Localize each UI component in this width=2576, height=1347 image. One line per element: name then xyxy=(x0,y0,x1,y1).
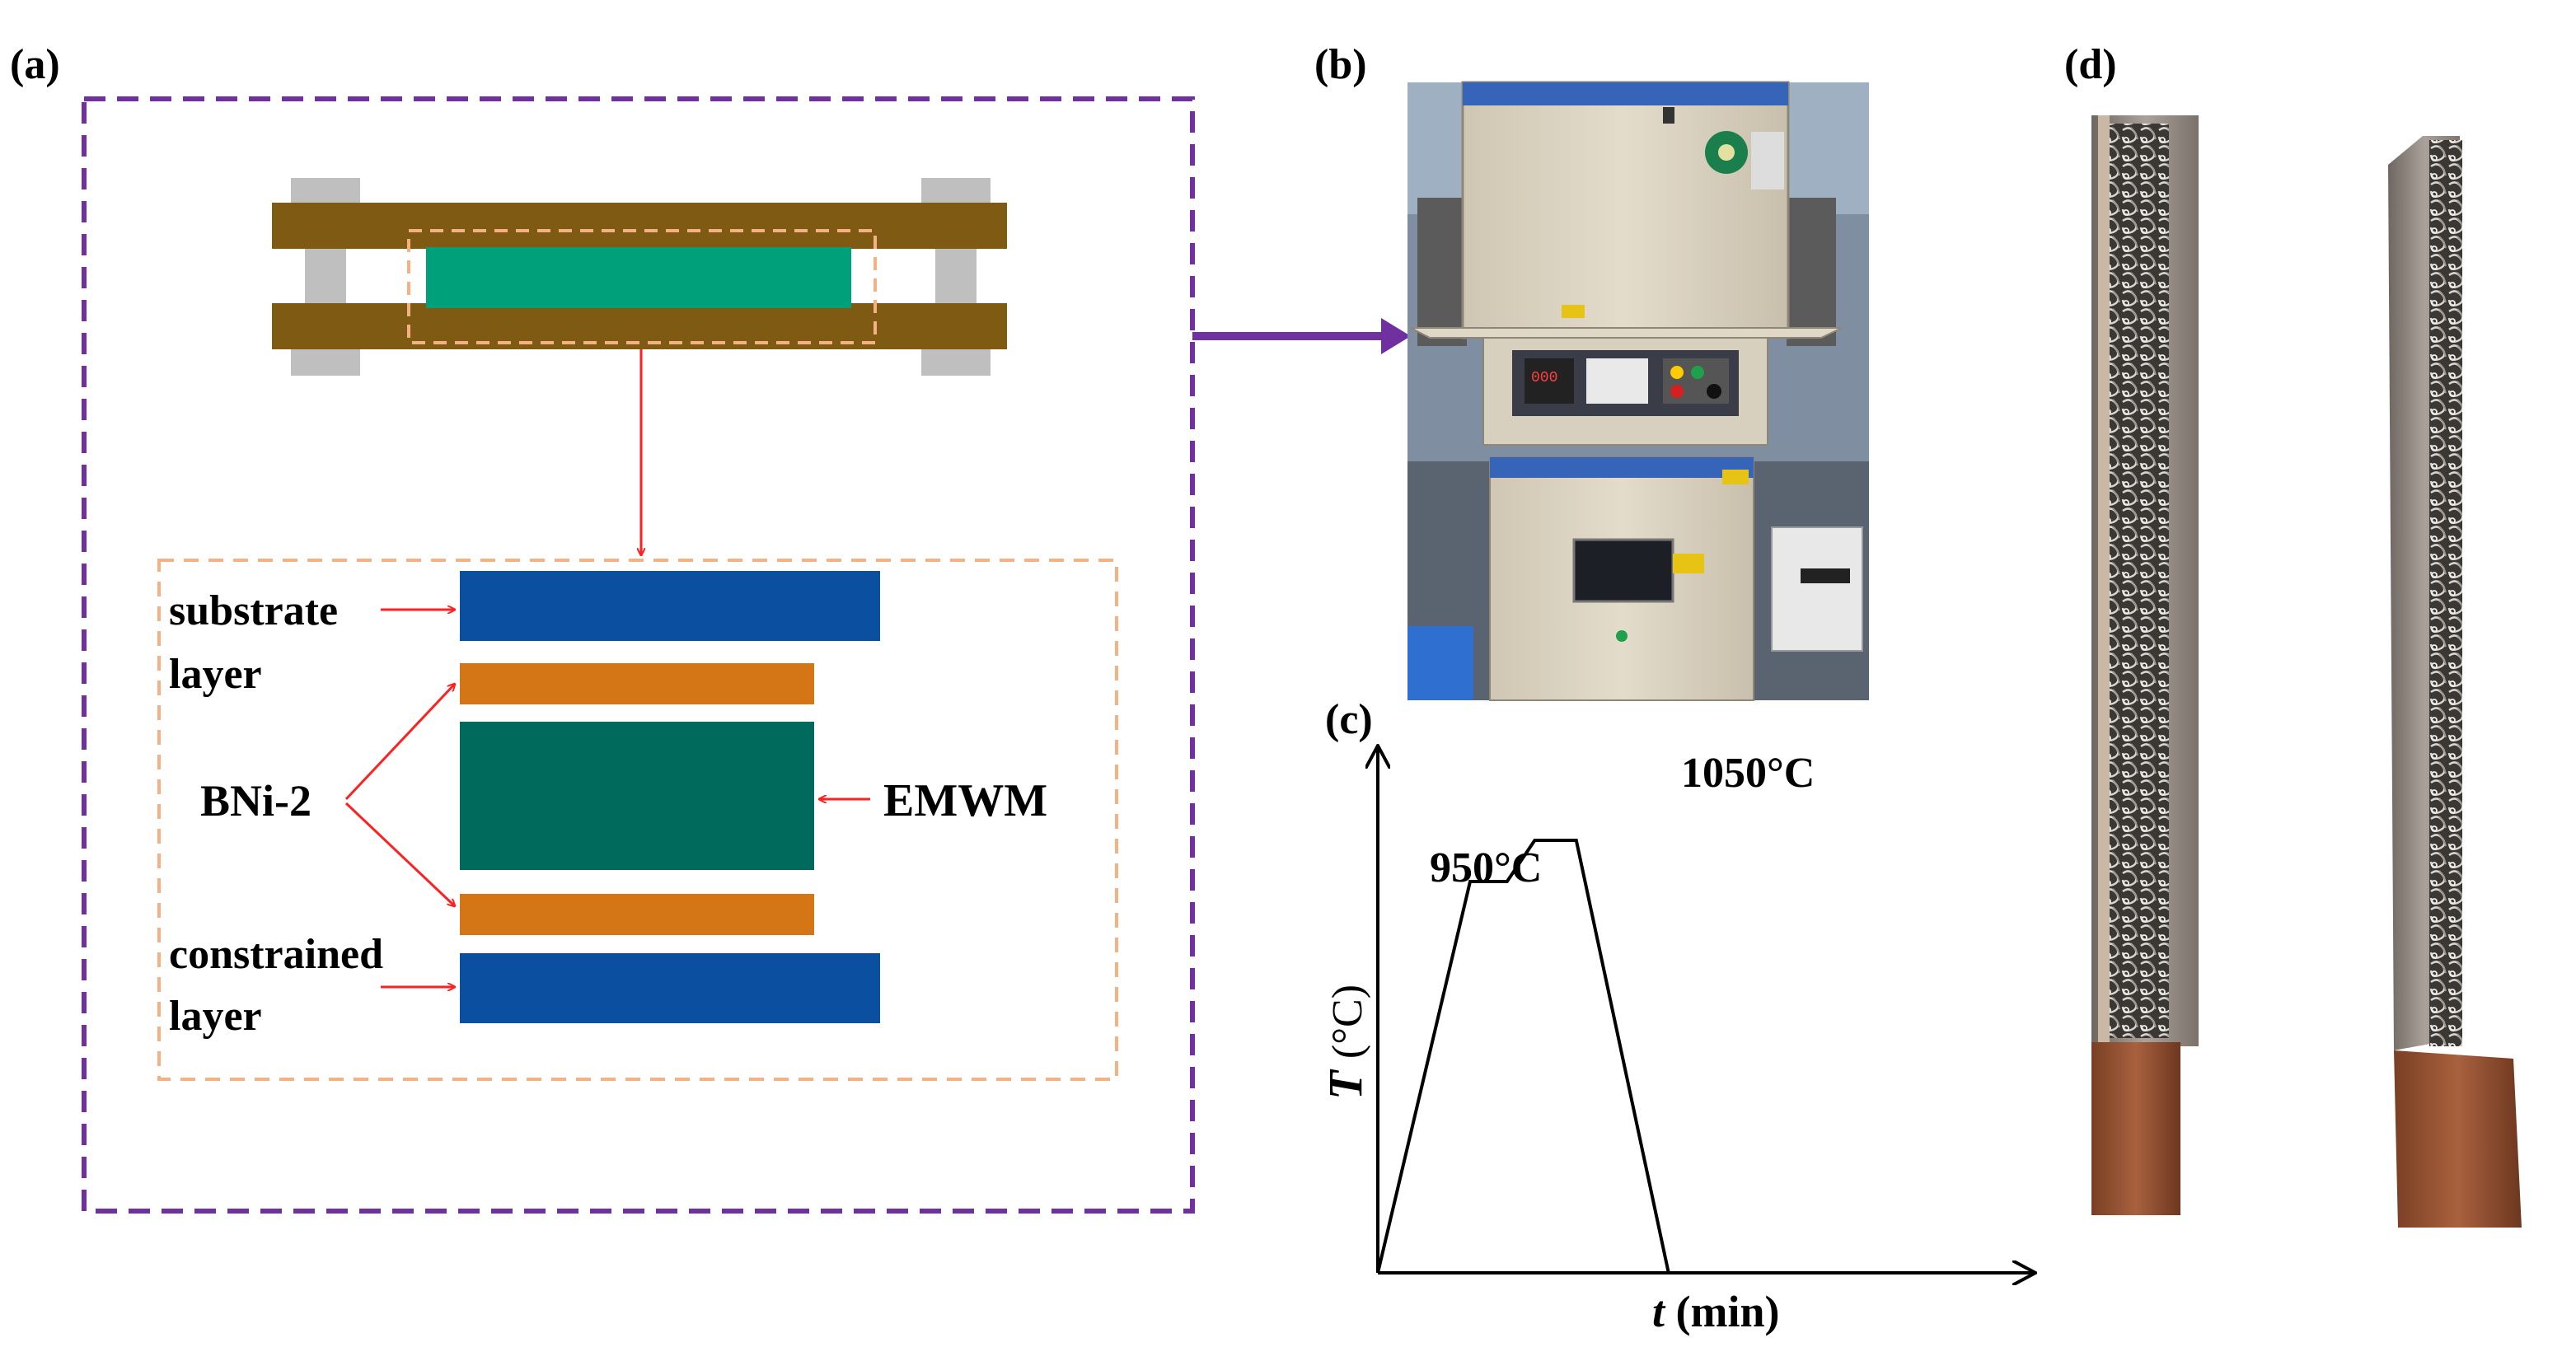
x-axis-var: t xyxy=(1652,1287,1666,1336)
svg-text:000: 000 xyxy=(1531,370,1557,386)
emwm-label: EMWM xyxy=(883,775,1047,826)
y-axis-var: T xyxy=(1318,1069,1372,1100)
constrained-layer xyxy=(460,953,880,1023)
temperature-profile-line xyxy=(1376,839,1670,1274)
panel-b-label: (b) xyxy=(1314,41,1367,88)
fixture-specimen xyxy=(426,247,851,308)
substrate-label-line2: layer xyxy=(169,651,262,698)
fixture-top-plate xyxy=(272,203,1007,249)
bolt-bottom-left xyxy=(291,346,360,376)
bolt-mid-left xyxy=(305,247,346,305)
panel-a-outer-frame xyxy=(82,96,1195,1214)
panel-a-inner-frame xyxy=(157,559,1118,1081)
sample-photo-left xyxy=(2091,115,2199,1215)
brazing-fixture xyxy=(272,178,1007,376)
emwm-core xyxy=(460,722,814,870)
constrained-label-line2: layer xyxy=(169,993,262,1040)
peak1-label: 950°C xyxy=(1430,844,1542,891)
x-axis-label: t (min) xyxy=(1652,1287,1780,1336)
bolt-bottom-right xyxy=(921,346,991,376)
bni2-label: BNi-2 xyxy=(200,776,311,826)
peak2-label: 1050°C xyxy=(1681,750,1815,797)
bni2-arrow-down xyxy=(344,802,455,906)
y-axis-label: T (°C) xyxy=(1318,985,1372,1100)
bni2-foil-top xyxy=(460,663,814,704)
bni2-foil-bottom xyxy=(460,894,814,935)
substrate-label-line1: substrate xyxy=(169,587,338,634)
substrate-layer xyxy=(460,571,880,641)
constrained-label-line1: constrained xyxy=(169,931,383,978)
y-axis-unit: (°C) xyxy=(1324,985,1371,1059)
panel-d-label: (d) xyxy=(2064,41,2117,88)
bolt-mid-right xyxy=(935,247,977,305)
sample-photo-right xyxy=(2388,136,2522,1228)
furnace-photo: 000 xyxy=(1407,81,1869,701)
x-axis-unit: (min) xyxy=(1676,1287,1780,1336)
svg-text:T (°C): T (°C) xyxy=(1318,985,1372,1100)
bni2-arrow-up xyxy=(344,684,455,801)
panel-a-label: (a) xyxy=(10,41,60,88)
to-furnace-arrowhead xyxy=(1381,318,1411,354)
fixture-dashed-highlight xyxy=(407,229,877,344)
panel-c-label: (c) xyxy=(1325,696,1373,743)
